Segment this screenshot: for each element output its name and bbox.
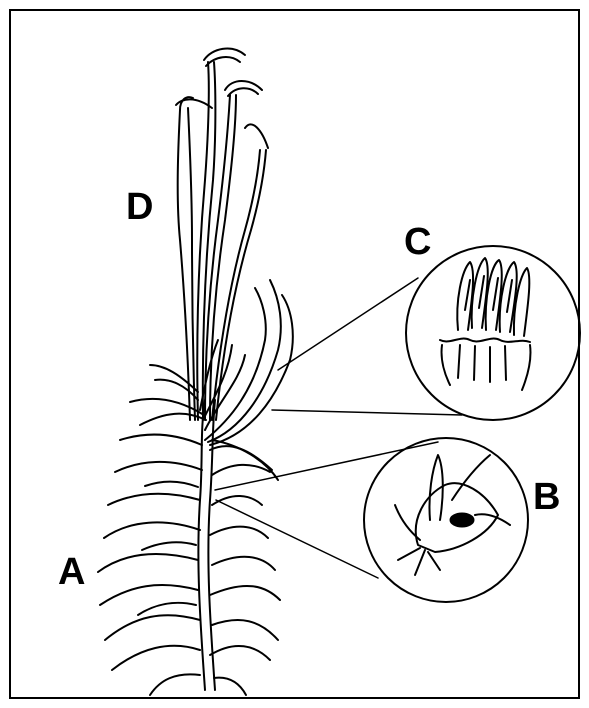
callout-c <box>272 246 580 420</box>
label-b: B <box>533 478 560 516</box>
label-a: A <box>58 553 85 591</box>
capsule-dark-mark <box>450 513 474 527</box>
leaf-tip-cells <box>440 258 531 390</box>
label-d: D <box>126 188 153 226</box>
label-c: C <box>404 223 431 261</box>
leafy-shoot <box>98 399 280 695</box>
archegonium-detail <box>395 455 510 575</box>
sporophytes <box>176 49 268 420</box>
